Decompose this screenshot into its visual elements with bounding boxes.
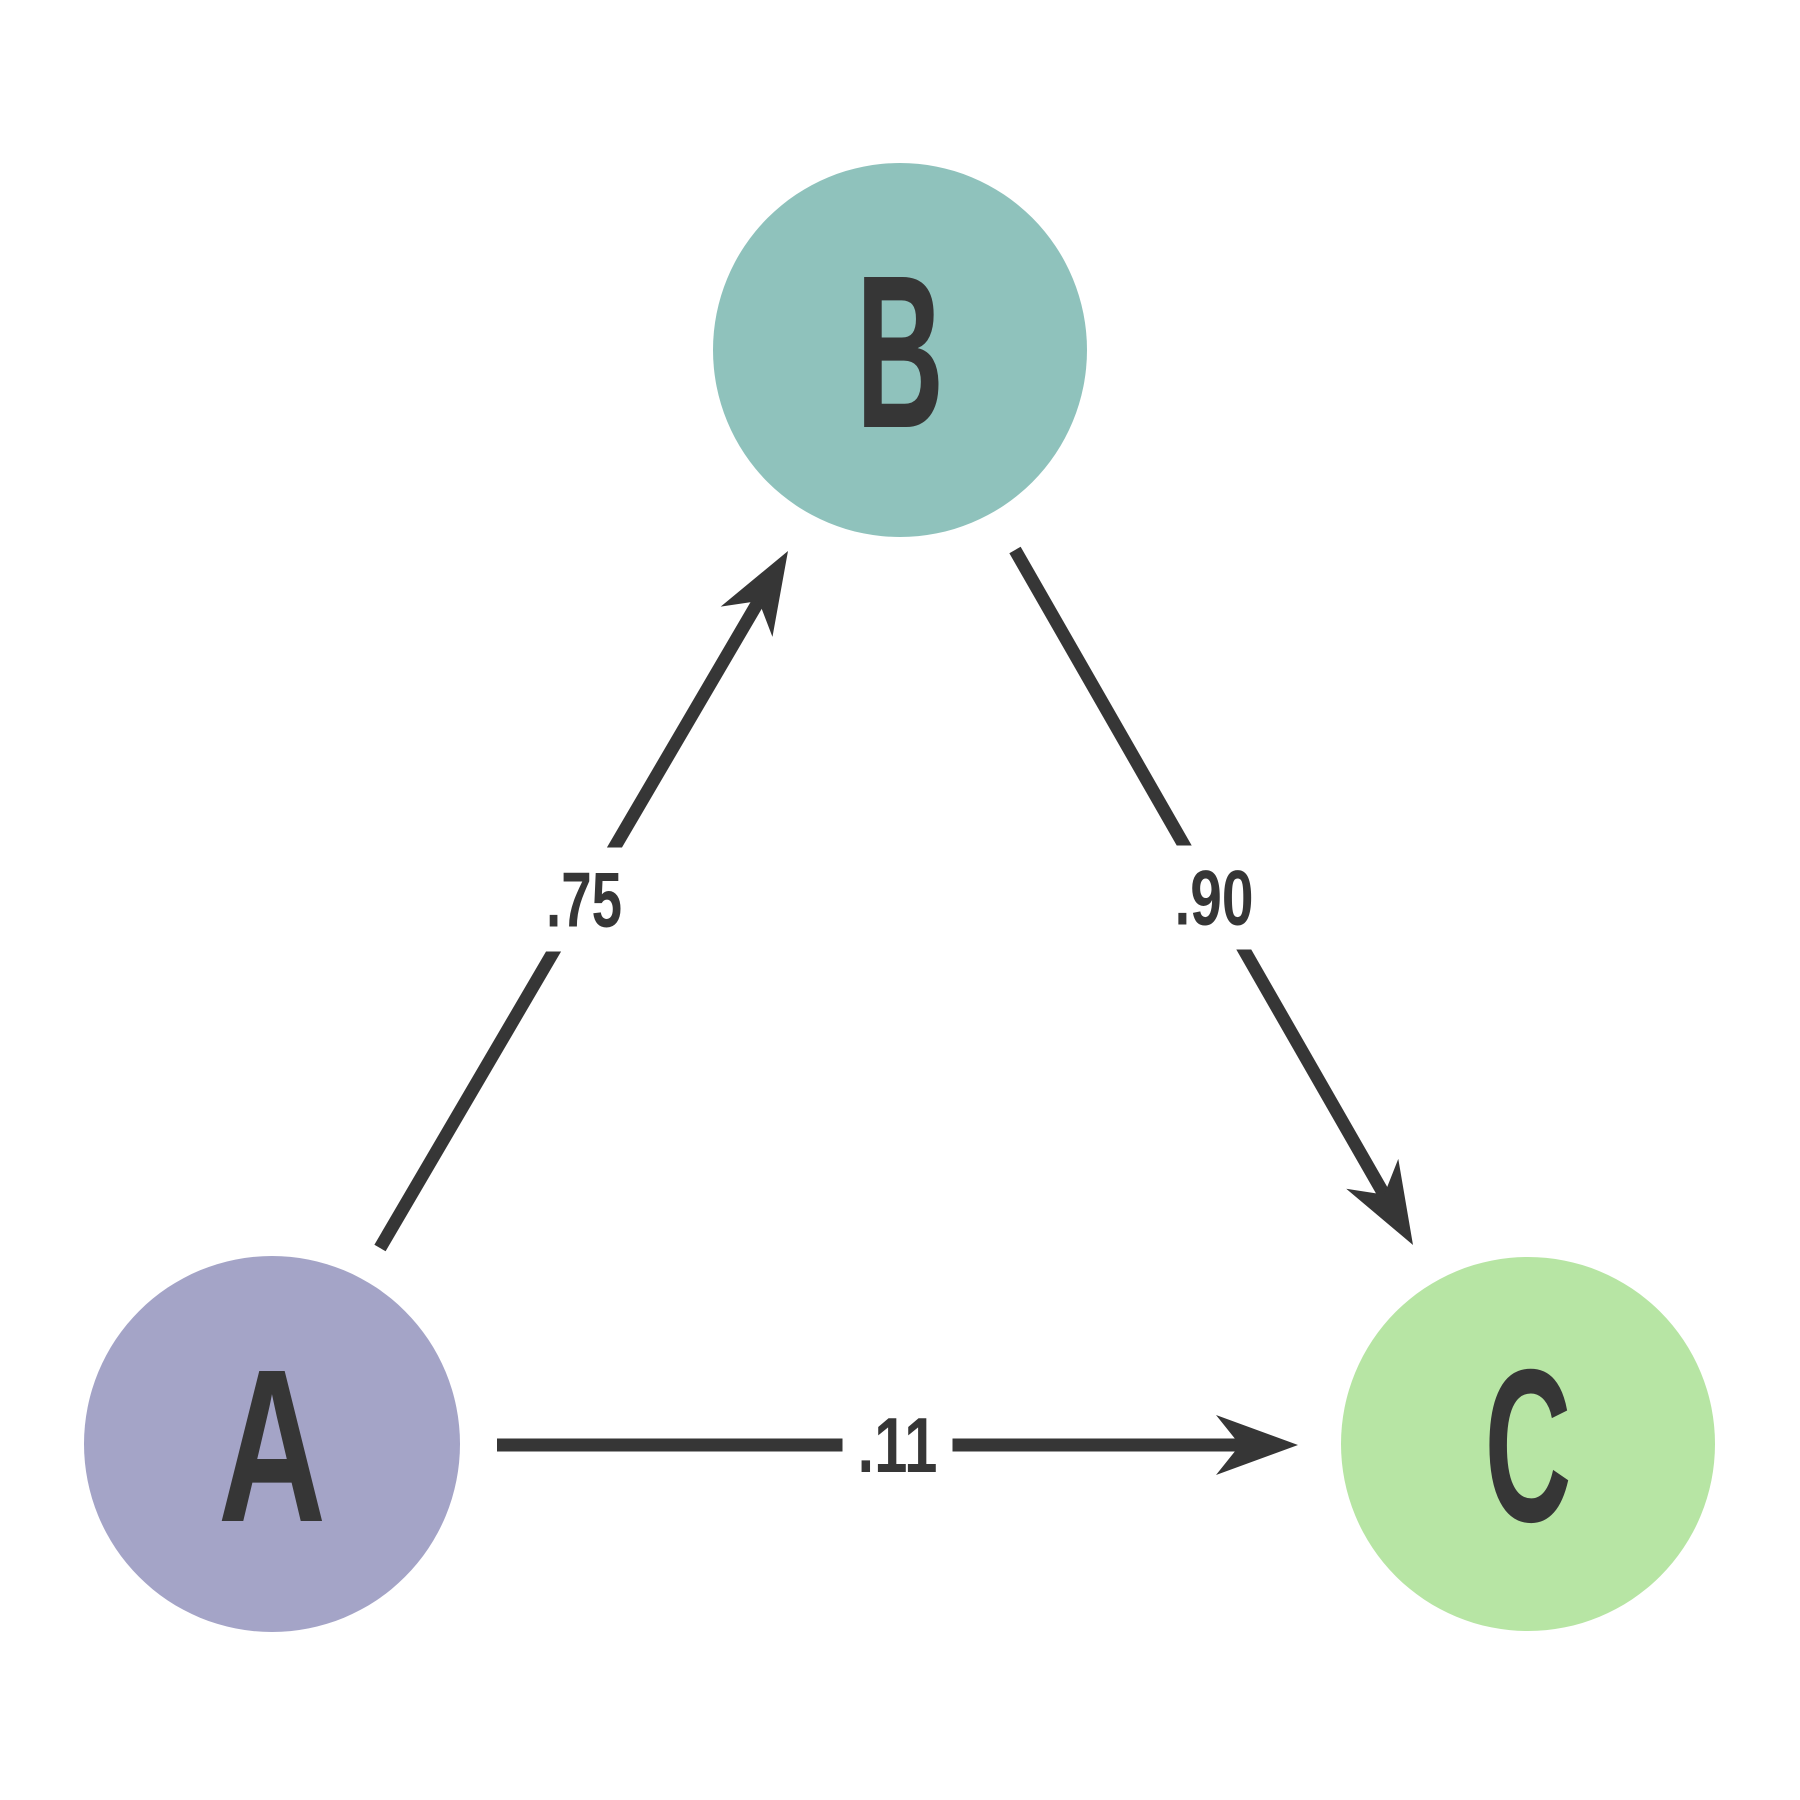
- edge-label-halo: [842, 1393, 953, 1497]
- node-circle-B: [713, 163, 1087, 537]
- arrowhead-icon: [720, 551, 788, 637]
- edges-layer: .75 .90 .11: [374, 546, 1413, 1497]
- edge-A-B: .75: [374, 551, 788, 1252]
- node-circle-A: [84, 1256, 460, 1632]
- arrowhead-icon: [1346, 1158, 1413, 1245]
- node-B: B: [713, 163, 1087, 537]
- node-circle-C: [1341, 1257, 1715, 1631]
- arrowhead-icon: [1216, 1415, 1298, 1475]
- edge-B-C: .90: [1009, 546, 1413, 1245]
- edge-weight-label-A-B: .75: [546, 856, 622, 944]
- edge-label-halo: [1159, 845, 1269, 950]
- edge-A-C: .11: [497, 1393, 1298, 1497]
- node-label-B: B: [856, 231, 944, 474]
- node-C: C: [1341, 1257, 1715, 1631]
- node-label-C: C: [1485, 1325, 1572, 1568]
- nodes-layer: A B C: [84, 163, 1715, 1632]
- edge-weight-label-A-C: .11: [858, 1401, 938, 1489]
- edge-weight-label-B-C: .90: [1175, 854, 1254, 942]
- edge-label-halo: [531, 847, 637, 952]
- node-A: A: [84, 1256, 460, 1632]
- node-label-A: A: [218, 1325, 326, 1568]
